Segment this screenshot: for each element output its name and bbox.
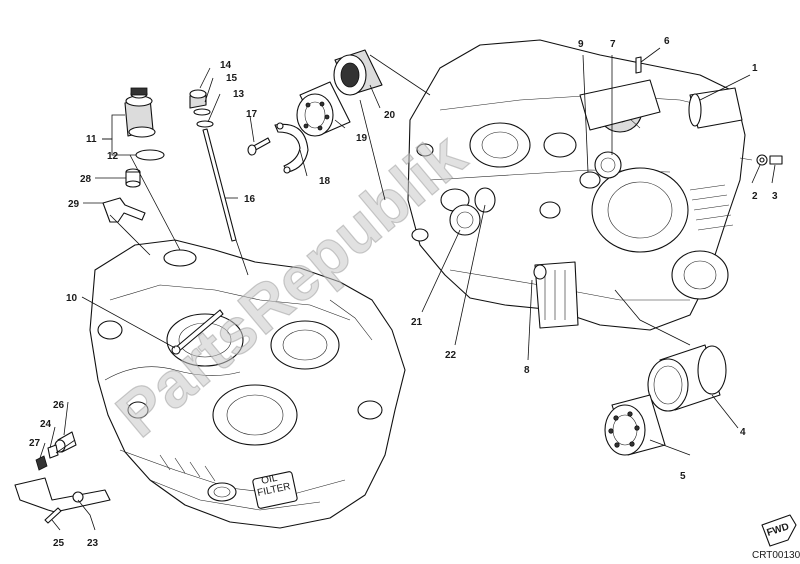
part-number-label: 12 (107, 151, 119, 162)
part-number-label: 3 (772, 191, 778, 202)
part-number-label: 8 (524, 365, 530, 376)
part-number-label: 6 (664, 36, 670, 47)
part-number-label: 17 (246, 109, 258, 120)
part-number-label: 2 (752, 191, 758, 202)
part-number-label: 1 (752, 63, 758, 74)
bearing-5-part (604, 394, 666, 456)
part-number-label: 4 (740, 427, 746, 438)
bolt-washer-part (739, 154, 783, 166)
half-clip-part (274, 123, 309, 173)
part-number-label: 28 (80, 174, 92, 185)
dowel-pin-part (635, 56, 642, 74)
part-number-label: 21 (411, 317, 423, 328)
part-number-label: 29 (68, 199, 80, 210)
part-number-label: 10 (66, 293, 78, 304)
part-number-label: 20 (384, 110, 396, 121)
stud-part (171, 309, 224, 355)
forward-arrow-icon: FWD (761, 514, 797, 547)
part-number-label: 22 (445, 350, 457, 361)
part-number-label: 25 (53, 538, 65, 549)
part-number-label: 18 (319, 176, 331, 187)
part-number-labels: 1 2 3 4 5 6 7 8 9 10 11 12 13 14 15 16 1… (29, 36, 778, 549)
oil-label: OIL (260, 473, 278, 487)
guard-plate-part (14, 477, 111, 524)
right-crankcase-half (407, 39, 746, 331)
diagram-code: CRT00130 (752, 550, 800, 561)
elbow-fitting-part (102, 197, 146, 223)
part-number-label: 14 (220, 60, 232, 71)
part-number-label: 23 (87, 538, 99, 549)
small-bearing-part (579, 151, 622, 189)
part-number-label: 19 (356, 133, 368, 144)
part-number-label: 9 (578, 39, 584, 50)
fitting-28-part (125, 168, 141, 188)
seal-ring-4-part (647, 344, 727, 412)
part-number-label: 5 (680, 471, 686, 482)
breather-cap-part (124, 87, 156, 138)
dipstick-rod-part (202, 128, 237, 242)
left-crankcase-half: OIL FILTER (89, 239, 406, 529)
part-number-label: 24 (40, 419, 52, 430)
cap-stack-part (189, 89, 214, 128)
leader-lines (39, 47, 776, 531)
part-number-label: 13 (233, 89, 245, 100)
seal-20-part (333, 49, 383, 96)
o-ring-8-part (533, 264, 547, 280)
screw-part (247, 137, 271, 156)
part-number-label: 27 (29, 438, 41, 449)
part-number-label: 11 (86, 134, 97, 145)
part-number-label: 7 (610, 39, 616, 50)
part-number-label: 15 (226, 73, 238, 84)
o-ring-part (135, 149, 165, 161)
bearing-21-22-part (449, 187, 496, 236)
part-number-label: 16 (244, 194, 256, 205)
part-number-label: 26 (53, 400, 65, 411)
